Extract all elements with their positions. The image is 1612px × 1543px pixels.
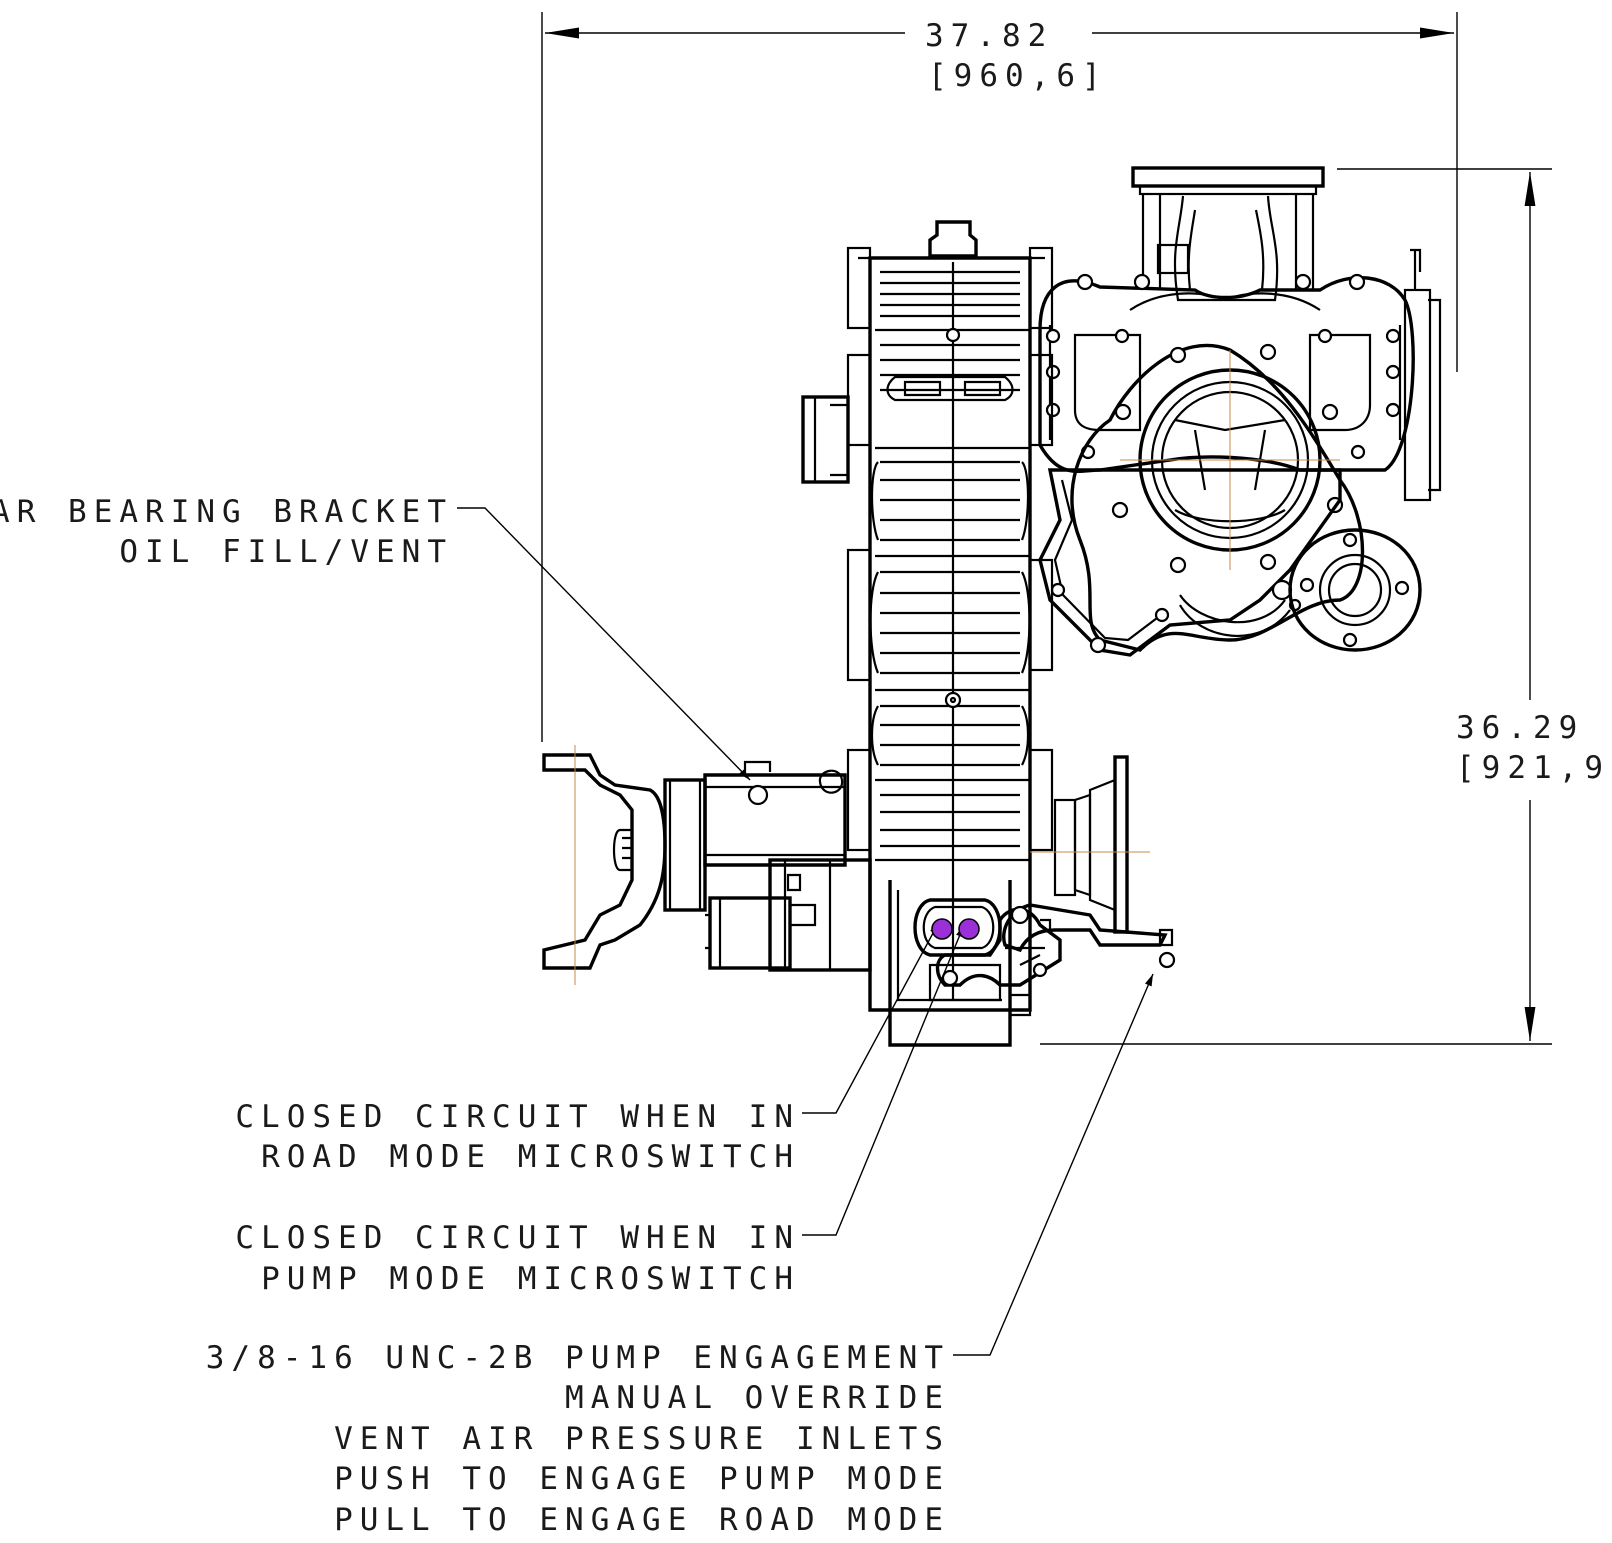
inlet-flange: [1070, 343, 1365, 652]
rear-bearing-label-line2: OIL FILL/VENT: [119, 534, 453, 570]
drive-yoke-assembly: [542, 745, 872, 985]
override-label-line2: MANUAL OVERRIDE: [565, 1380, 950, 1416]
inlet-bolts: [1111, 343, 1344, 574]
width-dimension: 37.82 [960,6]: [541, 12, 1458, 742]
override-label-line5: PULL TO ENGAGE ROAD MODE: [334, 1502, 950, 1538]
rear-bearing-callout: REAR BEARING BRACKET OIL FILL/VENT: [0, 494, 751, 781]
manual-override-callout: 3/8-16 UNC-2B PUMP ENGAGEMENT MANUAL OVE…: [206, 973, 1154, 1538]
road-mode-label-line1: CLOSED CIRCUIT WHEN IN: [235, 1099, 800, 1135]
casing-bolts: [1045, 273, 1401, 460]
width-dimension-inches: 37.82: [925, 18, 1053, 54]
override-label-line4: PUSH TO ENGAGE PUMP MODE: [334, 1461, 950, 1497]
override-label-line1: 3/8-16 UNC-2B PUMP ENGAGEMENT: [206, 1340, 950, 1376]
pump-mode-callout: CLOSED CIRCUIT WHEN IN PUMP MODE MICROSW…: [235, 924, 965, 1297]
microswitch-connector: [913, 898, 1062, 1002]
pump-mode-label-line1: CLOSED CIRCUIT WHEN IN: [235, 1220, 800, 1256]
road-mode-label-line2: ROAD MODE MICROSWITCH: [261, 1139, 800, 1175]
height-dimension-mm: [921,9]: [1456, 750, 1612, 786]
road-mode-switch-terminal: [931, 918, 953, 940]
pump-mode-label-line2: PUMP MODE MICROSWITCH: [261, 1261, 800, 1297]
pto-disc-assembly: [1002, 755, 1176, 969]
pump-housing: [1038, 166, 1442, 502]
column-side-bosses: [846, 246, 1054, 852]
road-mode-callout: CLOSED CIRCUIT WHEN IN ROAD MODE MICROSW…: [235, 921, 940, 1175]
cooling-fins: [880, 270, 1020, 848]
width-dimension-mm: [960,6]: [928, 58, 1108, 94]
height-dimension: 36.29 [921,9]: [1040, 168, 1612, 1045]
height-dimension-inches: 36.29: [1456, 710, 1584, 746]
transmission-column: [801, 220, 1054, 1047]
side-discharge-flange: [1288, 528, 1422, 652]
rear-bearing-label-line1: REAR BEARING BRACKET: [0, 494, 453, 530]
pump-mode-switch-terminal: [958, 918, 980, 940]
override-label-line3: VENT AIR PRESSURE INLETS: [334, 1421, 950, 1457]
